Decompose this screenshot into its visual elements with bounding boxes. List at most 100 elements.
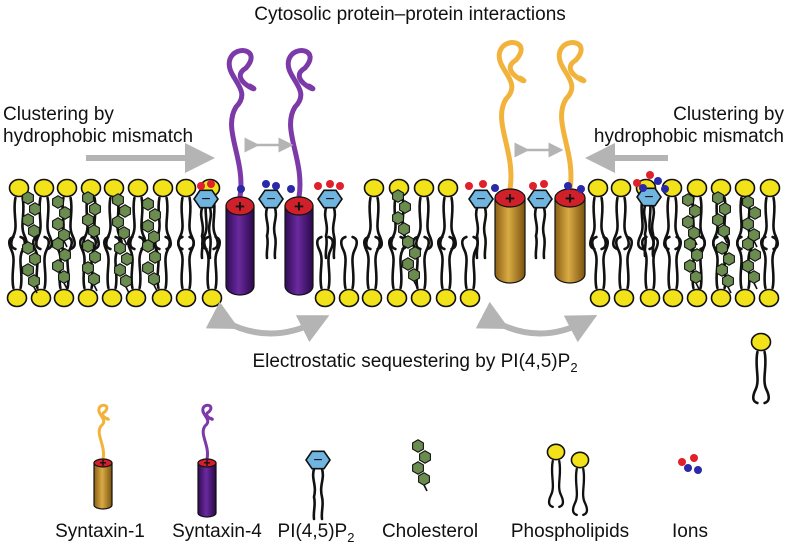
ion — [336, 182, 344, 190]
ion — [326, 180, 334, 188]
ion — [465, 182, 473, 190]
pip2: − — [527, 189, 553, 260]
cholesterol-ring — [418, 472, 430, 486]
cholesterol — [52, 237, 71, 290]
protein-cap — [225, 196, 255, 216]
lipid-head — [546, 443, 566, 461]
cholesterol-ring — [52, 217, 64, 231]
plus-sign: + — [235, 197, 245, 216]
ion — [639, 184, 647, 192]
ion — [237, 185, 245, 193]
pip2-head — [258, 189, 284, 209]
cholesterol-ring — [716, 263, 728, 277]
minus-sign: − — [644, 189, 653, 206]
cholesterol-ring — [684, 259, 696, 273]
cholesterol — [142, 239, 161, 292]
ion — [197, 182, 205, 190]
syntaxin-proteins: ++++ — [225, 40, 587, 296]
phospholipid — [662, 235, 684, 308]
syntaxin-1-protein: + — [494, 40, 527, 284]
cholesterol-ring — [748, 270, 760, 284]
clustering-right-line2: hydrophobic mismatch — [593, 126, 784, 147]
cholesterol-ring — [684, 237, 696, 251]
cholesterol-ring — [59, 248, 71, 262]
cholesterol-ring — [142, 239, 154, 253]
cholesterol-ring — [691, 248, 703, 262]
cholesterol-ring — [392, 211, 404, 225]
lipid-head — [103, 178, 125, 198]
clustering-left-line2: hydrophobic mismatch — [3, 126, 194, 147]
lipid-head — [686, 178, 708, 198]
phospholipid — [710, 235, 732, 308]
cholesterol-ring — [682, 215, 694, 229]
ion — [678, 458, 686, 466]
sequestering-arrow-left — [205, 301, 330, 343]
pip2-molecules: −−−−−− — [193, 187, 662, 260]
minus-sign: − — [266, 191, 275, 208]
ion — [314, 182, 322, 190]
legend-single-phospholipid-icon — [750, 332, 772, 405]
cholesterol-ring — [28, 224, 40, 238]
ions — [197, 171, 669, 193]
pip2: − — [193, 189, 219, 260]
pip2: − — [468, 189, 494, 260]
lipid-head — [201, 288, 223, 308]
pip2-head — [305, 450, 331, 470]
phospholipid — [613, 235, 635, 308]
lipid-head — [127, 178, 149, 198]
legend-cholesterol-icon — [412, 439, 431, 492]
protein-linker — [285, 48, 316, 200]
lipid-head — [6, 288, 28, 308]
lipid-head — [30, 288, 52, 308]
lipid-head — [361, 288, 383, 308]
ion — [694, 466, 702, 474]
cholesterol-ring — [409, 246, 421, 260]
lipid-head — [101, 288, 123, 308]
phospholipid — [610, 178, 632, 251]
cholesterol-ring — [742, 259, 754, 273]
plus-sign: + — [99, 456, 106, 470]
syntaxin-4-protein: + — [284, 48, 316, 296]
cholesterol-ring — [88, 272, 100, 286]
cholesterol — [142, 197, 161, 250]
cholesterol-ring — [689, 204, 701, 218]
cholesterol-ring — [749, 248, 761, 262]
cholesterol-ring — [52, 259, 64, 273]
lipid-head — [710, 288, 732, 308]
phospholipid — [125, 235, 147, 308]
electrostatic-subscript: 2 — [570, 359, 578, 375]
lipid-head — [77, 288, 99, 308]
cholesterol-ring — [29, 202, 41, 216]
cholesterol-ring — [712, 213, 724, 227]
ion — [262, 180, 270, 188]
ion — [577, 185, 585, 193]
legend-ions-label: Ions — [672, 521, 708, 542]
protein-linker — [556, 40, 587, 192]
cholesterol — [716, 241, 735, 294]
ion — [661, 185, 669, 193]
lipid-head — [386, 288, 408, 308]
legend-pip2-text: PI(4,5)P — [277, 521, 348, 542]
lipid-head — [8, 178, 30, 198]
legend-phospholipids-label: Phospholipids — [510, 521, 630, 542]
legend-icons: ++− — [93, 332, 772, 521]
cholesterol-ring — [58, 270, 70, 284]
cholesterol-ring — [392, 189, 404, 203]
protein-linker — [201, 403, 214, 461]
legend-ions-icon — [678, 454, 702, 474]
cholesterol-ring — [690, 270, 702, 284]
phospholipid — [175, 235, 197, 308]
pip2-head — [317, 189, 343, 209]
lipid-head — [734, 178, 756, 198]
phospholipid — [361, 235, 383, 308]
protein-cylinder — [494, 197, 526, 284]
legend-cholesterol-label: Cholesterol — [381, 521, 479, 542]
cholesterol — [402, 235, 421, 288]
legend-syntaxin-1-icon: + — [93, 403, 113, 510]
ion — [491, 184, 499, 192]
cholesterol — [22, 241, 41, 294]
lipid-head — [587, 178, 609, 198]
lipid-head — [639, 288, 661, 308]
pip2-head — [193, 189, 219, 209]
phospholipid — [386, 235, 408, 308]
